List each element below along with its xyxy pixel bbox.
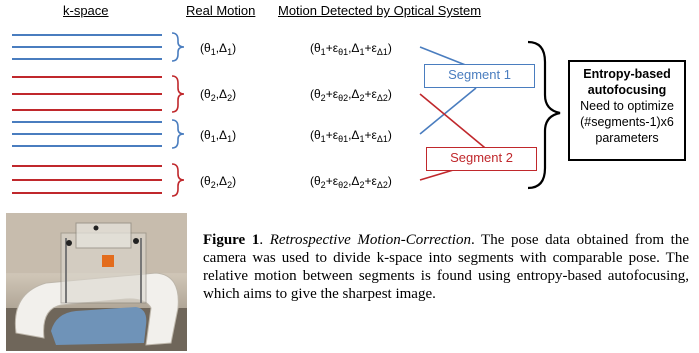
detected-motion-header: Motion Detected by Optical System [278,3,482,18]
brace-4 [171,163,185,197]
large-brace [527,40,561,190]
brace-1 [171,32,185,62]
detected-motion-1: (θ1+εθ1,Δ1+εΔ1) [310,41,392,57]
kspace-lines-group-4 [12,165,162,194]
figure-title: Retrospective Motion-Correction [269,232,471,248]
entropy-line-5: parameters [595,131,659,145]
caption-text: . The pose data obtained from the camera… [203,232,690,302]
kspace-header: k-space [63,3,109,18]
real-motion-3: (θ1,Δ1) [200,128,237,144]
entropy-line-4: (#segments-1)x6 [580,115,674,129]
real-motion-1: (θ1,Δ1) [200,41,237,57]
detected-motion-2: (θ2+εθ2,Δ2+εΔ2) [310,87,392,103]
segment-1-box: Segment 1 [424,64,535,88]
brace-3 [171,119,185,149]
segment-2-box: Segment 2 [426,147,537,171]
motion-diagram [12,32,561,197]
connector-1-to-seg1 [419,46,469,67]
detected-motion-3: (θ1+εθ1,Δ1+εΔ1) [310,128,392,144]
entropy-title-2: autofocusing [587,83,667,97]
detected-motion-4: (θ2+εθ2,Δ2+εΔ2) [310,174,392,190]
entropy-line-3: Need to optimize [580,99,674,113]
real-motion-4: (θ2,Δ2) [200,174,237,190]
real-motion-2: (θ2,Δ2) [200,87,237,103]
brace-2 [171,75,185,113]
figure-caption: Figure 1. Retrospective Motion-Correctio… [203,232,690,302]
entropy-autofocus-box: Entropy-based autofocusing Need to optim… [568,60,686,161]
entropy-title-1: Entropy-based [583,67,671,81]
figure-label: Figure 1 [203,232,260,248]
connector-2-to-seg2 [419,93,497,158]
kspace-lines-group-1 [12,34,162,60]
real-motion-header: Real Motion [186,3,256,18]
apparatus-photo [6,213,187,351]
kspace-lines-group-3 [12,121,162,147]
connector-3-to-seg1 [419,87,477,135]
kspace-lines-group-2 [12,76,162,111]
